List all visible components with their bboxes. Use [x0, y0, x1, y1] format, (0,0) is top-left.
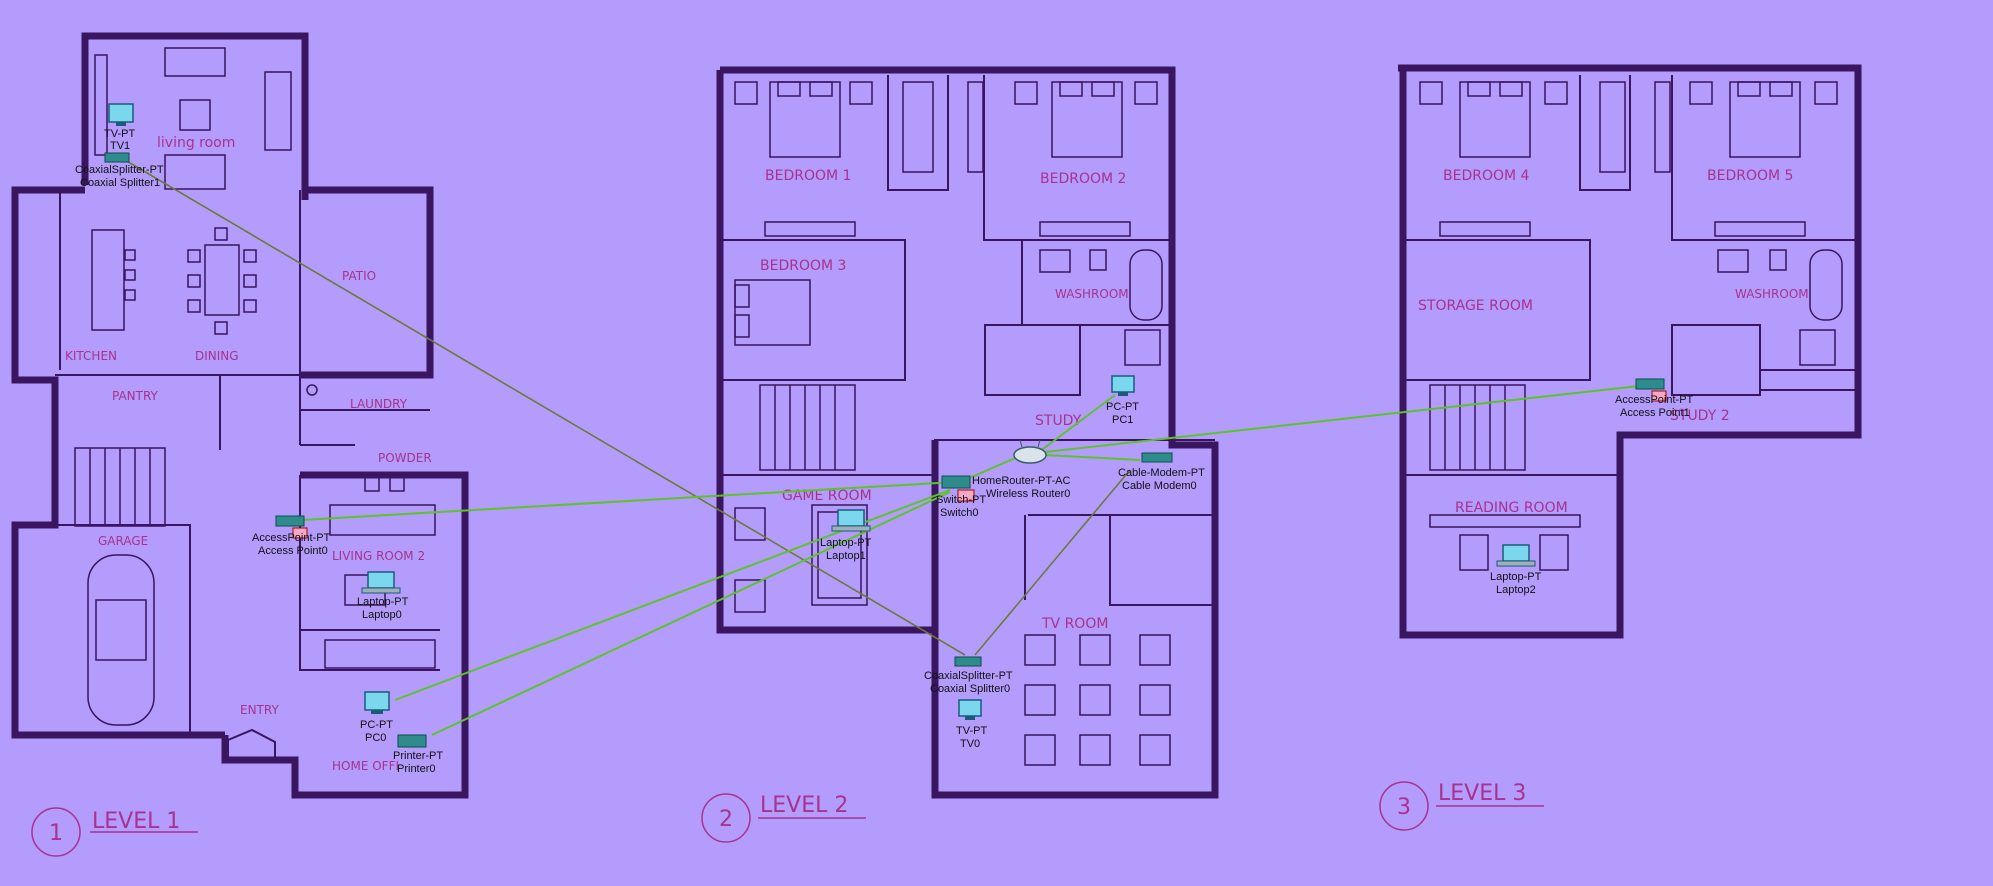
- device-type-label: Laptop-PT: [820, 537, 872, 549]
- device-type-label: PC-PT: [1106, 401, 1139, 413]
- device-name-label: Wireless Router0: [986, 488, 1070, 500]
- device-laptop2[interactable]: Laptop-PT Laptop2: [1490, 545, 1542, 596]
- device-type-label: TV-PT: [956, 725, 987, 737]
- modem-icon: [1142, 453, 1172, 462]
- room-label-patio: PATIO: [342, 269, 376, 283]
- room-label-garage: GARAGE: [98, 534, 148, 548]
- link-coax1-coax0[interactable]: [125, 160, 965, 655]
- device-name-label: PC0: [365, 732, 386, 744]
- device-name-label: Laptop0: [362, 609, 402, 621]
- room-label-powder: POWDER: [378, 451, 432, 465]
- device-type-label: Cable-Modem-PT: [1118, 467, 1205, 479]
- room-label-reading-room: READING ROOM: [1455, 500, 1568, 516]
- router-icon: [1014, 440, 1046, 463]
- device-type-label: AccessPoint-PT: [1615, 394, 1694, 406]
- link-router-modem[interactable]: [1045, 455, 1140, 460]
- laptop-icon: [1497, 545, 1535, 566]
- device-name-label: Switch0: [940, 507, 979, 519]
- room-label-living-room-2: LIVING ROOM 2: [332, 549, 425, 563]
- device-type-label: AccessPoint-PT: [252, 532, 331, 544]
- device-type-label: CoaxialSplitter-PT: [75, 164, 164, 176]
- room-label-study: STUDY: [1035, 413, 1082, 429]
- level-1-title: 1 LEVEL 1: [32, 808, 198, 856]
- room-label-bedroom-5: BEDROOM 5: [1707, 168, 1793, 184]
- room-label-laundry: LAUNDRY: [350, 397, 408, 411]
- room-label-bedroom-4: BEDROOM 4: [1443, 168, 1530, 184]
- room-label-bedroom-1: BEDROOM 1: [765, 168, 851, 184]
- switch-icon: [942, 476, 970, 488]
- level-1-label: LEVEL 1: [92, 809, 180, 834]
- device-type-label: TV-PT: [104, 128, 135, 140]
- room-label-tv-room: TV ROOM: [1041, 616, 1108, 632]
- device-name-label: TV0: [960, 738, 980, 750]
- device-type-label: Printer-PT: [393, 750, 443, 762]
- device-name-label: Coaxial Splitter0: [930, 683, 1010, 695]
- device-name-label: TV1: [110, 140, 130, 152]
- level-3-number: 3: [1397, 795, 1411, 820]
- level-1-floor-plan: living room KITCHEN DINING PATIO PANTRY …: [15, 36, 465, 795]
- room-label-bedroom-2: BEDROOM 2: [1040, 171, 1126, 187]
- level-2-label: LEVEL 2: [760, 793, 848, 818]
- splitter-icon: [105, 153, 129, 162]
- tv-icon: [109, 104, 133, 126]
- level-2-number: 2: [719, 807, 733, 832]
- device-name-label: Access Point0: [258, 545, 328, 557]
- device-type-label: CoaxialSplitter-PT: [924, 670, 1013, 682]
- room-label-home-office: HOME OFFI: [332, 759, 399, 773]
- splitter-icon: [955, 657, 981, 666]
- room-label-kitchen: KITCHEN: [65, 349, 117, 363]
- room-label-dining: DINING: [195, 349, 239, 363]
- device-name-label: Printer0: [397, 763, 436, 775]
- room-label-storage-room: STORAGE ROOM: [1418, 298, 1533, 314]
- level-2-title: 2 LEVEL 2: [702, 793, 866, 842]
- laptop-icon: [832, 510, 870, 531]
- device-access-point0[interactable]: AccessPoint-PT Access Point0: [252, 516, 331, 557]
- access-point-icon: [276, 516, 304, 526]
- link-router-ap1[interactable]: [1045, 385, 1648, 452]
- device-type-label: Laptop-PT: [1490, 571, 1542, 583]
- device-tv1[interactable]: TV-PT TV1: [104, 104, 135, 152]
- room-label-pantry: PANTRY: [112, 389, 159, 403]
- tv-icon: [959, 700, 981, 720]
- device-type-label: PC-PT: [360, 719, 393, 731]
- device-printer0[interactable]: Printer-PT Printer0: [393, 735, 443, 775]
- pc-icon: [1112, 376, 1134, 396]
- device-name-label: Laptop1: [826, 550, 866, 562]
- laptop-icon: [362, 572, 400, 593]
- device-access-point1[interactable]: AccessPoint-PT Access Point1: [1615, 379, 1694, 419]
- device-type-label: HomeRouter-PT-AC: [972, 475, 1070, 487]
- level-3-label: LEVEL 3: [1438, 781, 1526, 806]
- network-links[interactable]: [125, 160, 1648, 735]
- device-tv0[interactable]: TV-PT TV0: [956, 700, 987, 750]
- room-label-living-room: living room: [157, 135, 235, 151]
- device-laptop0[interactable]: Laptop-PT Laptop0: [357, 572, 409, 621]
- device-name-label: PC1: [1112, 414, 1133, 426]
- printer-icon: [398, 735, 426, 747]
- device-pc0[interactable]: PC-PT PC0: [360, 692, 393, 744]
- access-point-icon: [1636, 379, 1664, 389]
- device-name-label: Coaxial Splitter1: [80, 177, 160, 189]
- device-pc1[interactable]: PC-PT PC1: [1106, 376, 1139, 426]
- link-switch-printer0[interactable]: [432, 492, 950, 735]
- room-label-washroom-l3: WASHROOM: [1735, 287, 1809, 301]
- room-label-bedroom-3: BEDROOM 3: [760, 258, 846, 274]
- device-name-label: Cable Modem0: [1122, 480, 1197, 492]
- device-type-label: Switch-PT: [936, 494, 986, 506]
- level-3-floor-plan: BEDROOM 4 BEDROOM 5 STORAGE ROOM WASHROO…: [1398, 68, 1858, 635]
- level-3-title: 3 LEVEL 3: [1380, 781, 1544, 830]
- level-1-number: 1: [49, 821, 63, 846]
- pc-icon: [365, 692, 389, 714]
- device-type-label: Laptop-PT: [357, 596, 409, 608]
- device-name-label: Laptop2: [1496, 584, 1536, 596]
- room-label-entry: ENTRY: [240, 703, 279, 717]
- device-name-label: Access Point1: [1620, 407, 1690, 419]
- room-label-washroom-l2: WASHROOM: [1055, 287, 1129, 301]
